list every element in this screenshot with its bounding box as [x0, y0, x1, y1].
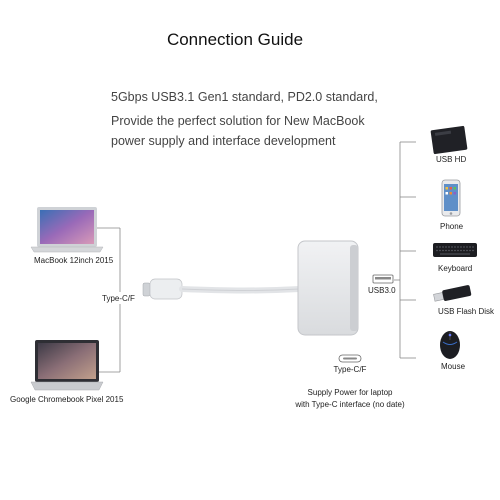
keyboard-icon — [433, 243, 477, 257]
macbook-icon — [30, 207, 104, 253]
mouse-icon — [440, 331, 460, 359]
bottom-type-c-port-icon — [338, 354, 362, 363]
left-bracket — [96, 227, 121, 373]
flash-disk-label: USB Flash Disk — [438, 307, 495, 316]
supply-text-line-1: Supply Power for laptop — [307, 388, 393, 397]
page-title: Connection Guide — [166, 30, 304, 49]
usb-hd-label: USB HD — [436, 155, 467, 164]
supply-text-line-2: with Type-C interface (no date) — [295, 400, 405, 409]
mouse-label: Mouse — [441, 362, 466, 371]
usb-port-icon — [372, 274, 394, 284]
bottom-type-c-label: Type-C/F — [333, 365, 367, 374]
description-line-2: Provide the perfect solution for New Mac… — [111, 114, 365, 128]
right-bracket — [394, 141, 416, 359]
usb-port-label: USB3.0 — [368, 286, 396, 295]
phone-label: Phone — [440, 222, 464, 231]
description-line-1: 5Gbps USB3.1 Gen1 standard, PD2.0 standa… — [111, 90, 378, 104]
flash-disk-icon — [433, 285, 472, 302]
left-type-c-label: Type-C/F — [102, 294, 135, 303]
type-c-cable — [142, 278, 303, 300]
adapter-hub — [297, 240, 359, 336]
keyboard-label: Keyboard — [438, 264, 473, 273]
chromebook-icon — [30, 340, 104, 391]
phone-icon — [441, 179, 461, 217]
description-line-3: power supply and interface development — [111, 134, 336, 148]
chromebook-label: Google Chromebook Pixel 2015 — [10, 395, 124, 404]
macbook-label: MacBook 12inch 2015 — [34, 256, 114, 265]
hard-drive-icon — [430, 125, 468, 155]
